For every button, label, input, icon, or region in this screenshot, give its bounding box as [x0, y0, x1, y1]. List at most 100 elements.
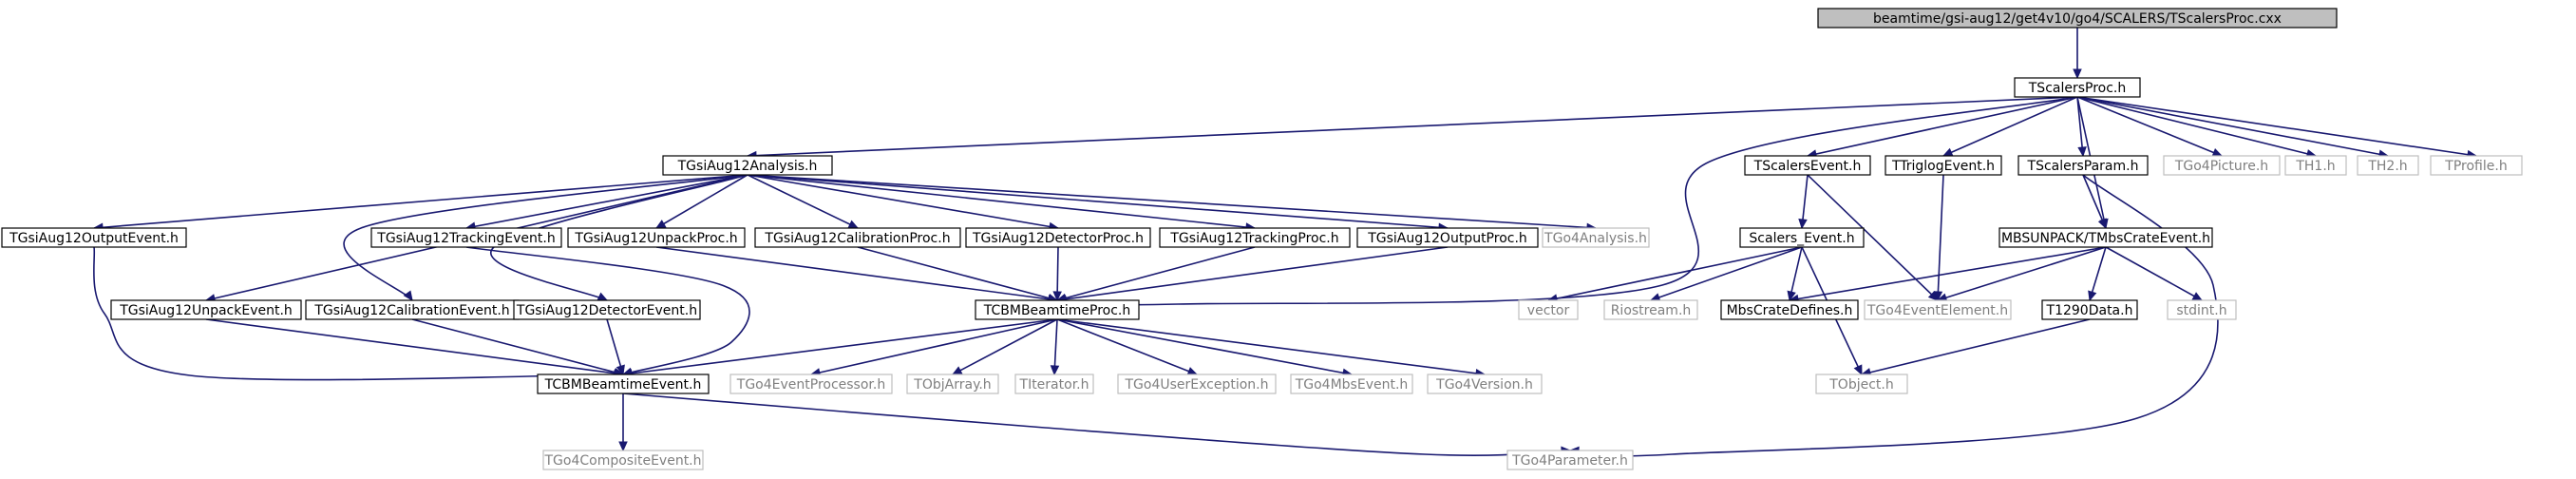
node-box — [110, 299, 302, 320]
arrowhead-mbsunpack_tmbscrateevent_h-to-t1290data_h — [2088, 290, 2097, 302]
edge-tgsiaug12analysis_h-to-tgsiaug12calibrationproc_h — [747, 174, 859, 229]
node-tgsiaug12calibrationevent-h[interactable]: TGsiAug12CalibrationEvent.h — [305, 299, 520, 320]
node-box — [1720, 299, 1859, 320]
node-scalers-event-h[interactable]: Scalers_Event.h — [1739, 227, 1865, 248]
arrowhead-tcbmbeamtimeevent_h-to-tgo4compositeevent_h — [618, 441, 628, 452]
arrowhead-root-to-tscalersproc_h — [2073, 68, 2082, 80]
node-box — [537, 374, 710, 394]
edge-tgsiaug12analysis_h-to-tgsiaug12trackingproc_h — [747, 174, 1256, 229]
node-tgsiaug12trackingproc-h[interactable]: TGsiAug12TrackingProc.h — [1159, 227, 1351, 248]
arrowhead-mbsunpack_tmbscrateevent_h-to-stdint_h — [2191, 292, 2204, 301]
node-box — [662, 155, 833, 176]
node-tgsiaug12analysis-h[interactable]: TGsiAug12Analysis.h — [662, 155, 833, 176]
node-t1290data-h[interactable]: T1290Data.h — [2041, 299, 2138, 320]
arrowhead-scalers_event_h-to-mbscratedefines_h — [1787, 290, 1796, 302]
node-box — [1542, 227, 1650, 248]
edge-tgsiaug12analysis_h-to-tgsiaug12outputproc_h — [747, 174, 1449, 229]
node-box — [1290, 374, 1413, 394]
node-riostream-h: Riostream.h — [1603, 299, 1698, 320]
edge-t1290data_h-to-tobject_h — [1861, 318, 2091, 375]
node-box — [2167, 299, 2237, 320]
edge-tgsiaug12analysis_h-to-tgo4analysis_h — [747, 174, 1597, 229]
node-label: TGsiAug12DetectorProc.h — [972, 231, 1144, 246]
arrowhead-tcbmbeamtimeproc_h-to-tgo4userexception_h — [1186, 367, 1199, 375]
node-th1-h: TH1.h — [2284, 155, 2347, 176]
node-box — [965, 227, 1151, 248]
node-mbsunpack-tmbscrateevent-h[interactable]: MBSUNPACK/TMbsCrateEvent.h — [1998, 227, 2213, 248]
node-label: TGsiAug12TrackingProc.h — [1169, 231, 1338, 246]
node-label: TGo4EventElement.h — [1866, 303, 2008, 318]
node-box — [1817, 8, 2338, 29]
edge-mbsunpack_tmbscrateevent_h-to-mbscratedefines_h — [1789, 246, 2107, 301]
node-tcbmbeamtimeevent-h[interactable]: TCBMBeamtimeEvent.h — [537, 374, 710, 394]
node-box — [2017, 155, 2149, 176]
node-box — [542, 450, 704, 470]
arrowhead-tcbmbeamtimeproc_h-to-tobjarray_h — [951, 366, 963, 375]
node-label: stdint.h — [2176, 303, 2226, 318]
node-tgo4parameter-h: TGo4Parameter.h — [1506, 450, 1634, 470]
edge-mbsunpack_tmbscrateevent_h-to-t1290data_h — [2089, 246, 2107, 301]
node-label: TGsiAug12Analysis.h — [677, 159, 818, 174]
edge-tgsiaug12trackingevent_h-to-tcbmbeamtimeevent_h — [465, 246, 750, 375]
arrowhead-tgsiaug12analysis_h-to-tgsiaug12unpackproc_h — [654, 220, 667, 229]
node-box — [1, 227, 187, 248]
arrowhead-tscalersproc_h-to-ttriglogevent_h — [1941, 147, 1954, 157]
node-box — [1159, 227, 1351, 248]
edge-tscalersproc_h-to-tgo4picture_h — [2076, 96, 2223, 157]
node-label: TScalersParam.h — [2027, 159, 2139, 174]
node-label: TGo4MbsEvent.h — [1295, 377, 1409, 393]
node-label: TH1.h — [2295, 159, 2335, 174]
node-tcbmbeamtimeproc-h[interactable]: TCBMBeamtimeProc.h — [975, 299, 1140, 320]
node-tgsiaug12detectorevent-h[interactable]: TGsiAug12DetectorEvent.h — [513, 299, 701, 320]
node-tgsiaug12outputevent-h[interactable]: TGsiAug12OutputEvent.h — [1, 227, 187, 248]
node-tgsiaug12calibrationproc-h[interactable]: TGsiAug12CalibrationProc.h — [754, 227, 961, 248]
node-tgsiaug12outputproc-h[interactable]: TGsiAug12OutputProc.h — [1356, 227, 1539, 248]
node-box — [1506, 450, 1634, 470]
node-label: T1290Data.h — [2046, 303, 2133, 318]
node-tgo4compositeevent-h: TGo4CompositeEvent.h — [542, 450, 704, 470]
node-box — [1117, 374, 1277, 394]
edge-tcbmbeamtimeproc_h-to-tgo4version_h — [1056, 318, 1486, 375]
node-label: TGsiAug12OutputEvent.h — [9, 231, 179, 246]
node-box — [2041, 299, 2138, 320]
edge-tscalersproc_h-to-th2_h — [2076, 96, 2389, 157]
node-tprofile-h: TProfile.h — [2430, 155, 2523, 176]
edge-scalers_event_h-to-riostream_h — [1650, 246, 1803, 301]
node-tgsiaug12trackingevent-h[interactable]: TGsiAug12TrackingEvent.h — [370, 227, 562, 248]
node-tgsiaug12unpackevent-h[interactable]: TGsiAug12UnpackEvent.h — [110, 299, 302, 320]
node-label: TGo4Version.h — [1435, 377, 1533, 393]
node-ttriglogevent-h[interactable]: TTriglogEvent.h — [1885, 155, 2002, 176]
node-tscalersproc-h[interactable]: TScalersProc.h — [2014, 77, 2141, 98]
node-box — [1885, 155, 2002, 176]
node-box — [1998, 227, 2213, 248]
node-label: TIterator.h — [1019, 377, 1089, 393]
arrowhead-tgsiaug12detectorevent_h-to-tcbmbeamtimeevent_h — [616, 364, 625, 376]
node-tgo4userexception-h: TGo4UserException.h — [1117, 374, 1277, 394]
node-tscalersparam-h[interactable]: TScalersParam.h — [2017, 155, 2149, 176]
node-label: TCBMBeamtimeEvent.h — [544, 377, 702, 393]
node-label: TObject.h — [1828, 377, 1893, 393]
node-root[interactable]: beamtime/gsi-aug12/get4v10/go4/SCALERS/T… — [1817, 8, 2338, 29]
node-box — [2284, 155, 2347, 176]
edge-tgsiaug12analysis_h-to-tgsiaug12calibrationevent_h — [343, 174, 748, 301]
edge-tscalersparam_h-to-tgo4parameter_h — [1569, 174, 2219, 457]
arrowhead-tscalersproc_h-to-tscalersparam_h — [2077, 146, 2087, 158]
edge-scalers_event_h-to-vector — [1547, 246, 1803, 301]
node-box — [906, 374, 999, 394]
node-tgsiaug12detectorproc-h[interactable]: TGsiAug12DetectorProc.h — [965, 227, 1151, 248]
node-tgsiaug12unpackproc-h[interactable]: TGsiAug12UnpackProc.h — [567, 227, 746, 248]
node-tgo4version-h: TGo4Version.h — [1427, 374, 1543, 394]
node-box — [1427, 374, 1543, 394]
edge-mbsunpack_tmbscrateevent_h-to-stdint_h — [2105, 246, 2203, 301]
node-label: Riostream.h — [1611, 303, 1692, 318]
edge-tscalersproc_h-to-tprofile_h — [2076, 96, 2477, 157]
node-mbscratedefines-h[interactable]: MbsCrateDefines.h — [1720, 299, 1859, 320]
node-label: TH2.h — [2367, 159, 2407, 174]
edge-tcbmbeamtimeproc_h-to-tgo4userexception_h — [1056, 318, 1198, 375]
node-label: MbsCrateDefines.h — [1727, 303, 1853, 318]
node-tscalersevent-h[interactable]: TScalersEvent.h — [1744, 155, 1871, 176]
node-label: TObjArray.h — [913, 377, 991, 393]
edge-tgsiaug12outputevent_h-to-tcbmbeamtimeevent_h — [92, 246, 624, 381]
edge-tgsiaug12outputproc_h-to-tcbmbeamtimeproc_h — [1056, 246, 1449, 301]
node-label: beamtime/gsi-aug12/get4v10/go4/SCALERS/T… — [1873, 11, 2282, 27]
